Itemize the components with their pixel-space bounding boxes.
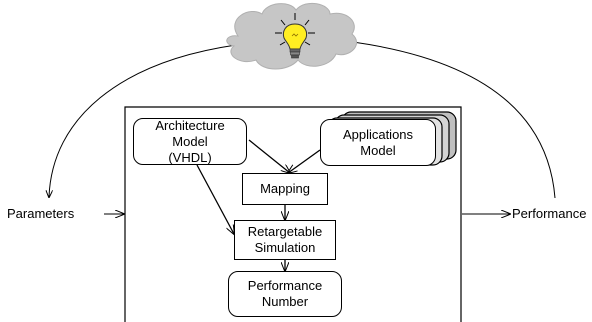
lightbulb-icon <box>275 13 315 59</box>
arch-to-mapping-arrow <box>248 139 290 173</box>
feedback-arc-right <box>352 41 556 199</box>
retargetable-simulation-box: Retargetable Simulation <box>234 220 336 260</box>
arch-to-simulation-arrow <box>196 164 234 234</box>
system-frame <box>124 106 462 322</box>
apps-to-mapping-arrow <box>288 149 321 173</box>
applications-model-label: Applications Model <box>342 126 414 158</box>
architecture-model-label: Architecture Model (VHDL) <box>155 117 225 165</box>
performance-number-label: Performance Number <box>247 278 323 309</box>
parameters-label: Parameters <box>7 206 75 221</box>
feedback-arc-left <box>49 44 237 197</box>
architecture-model-box: Architecture Model (VHDL) <box>133 118 247 165</box>
applications-model-box: Applications Model <box>320 119 436 166</box>
mapping-label: Mapping <box>260 181 310 196</box>
performance-label: Performance <box>512 206 587 221</box>
retargetable-simulation-label: Retargetable Simulation <box>247 224 323 255</box>
mapping-box: Mapping <box>242 173 328 205</box>
performance-number-box: Performance Number <box>228 271 342 317</box>
